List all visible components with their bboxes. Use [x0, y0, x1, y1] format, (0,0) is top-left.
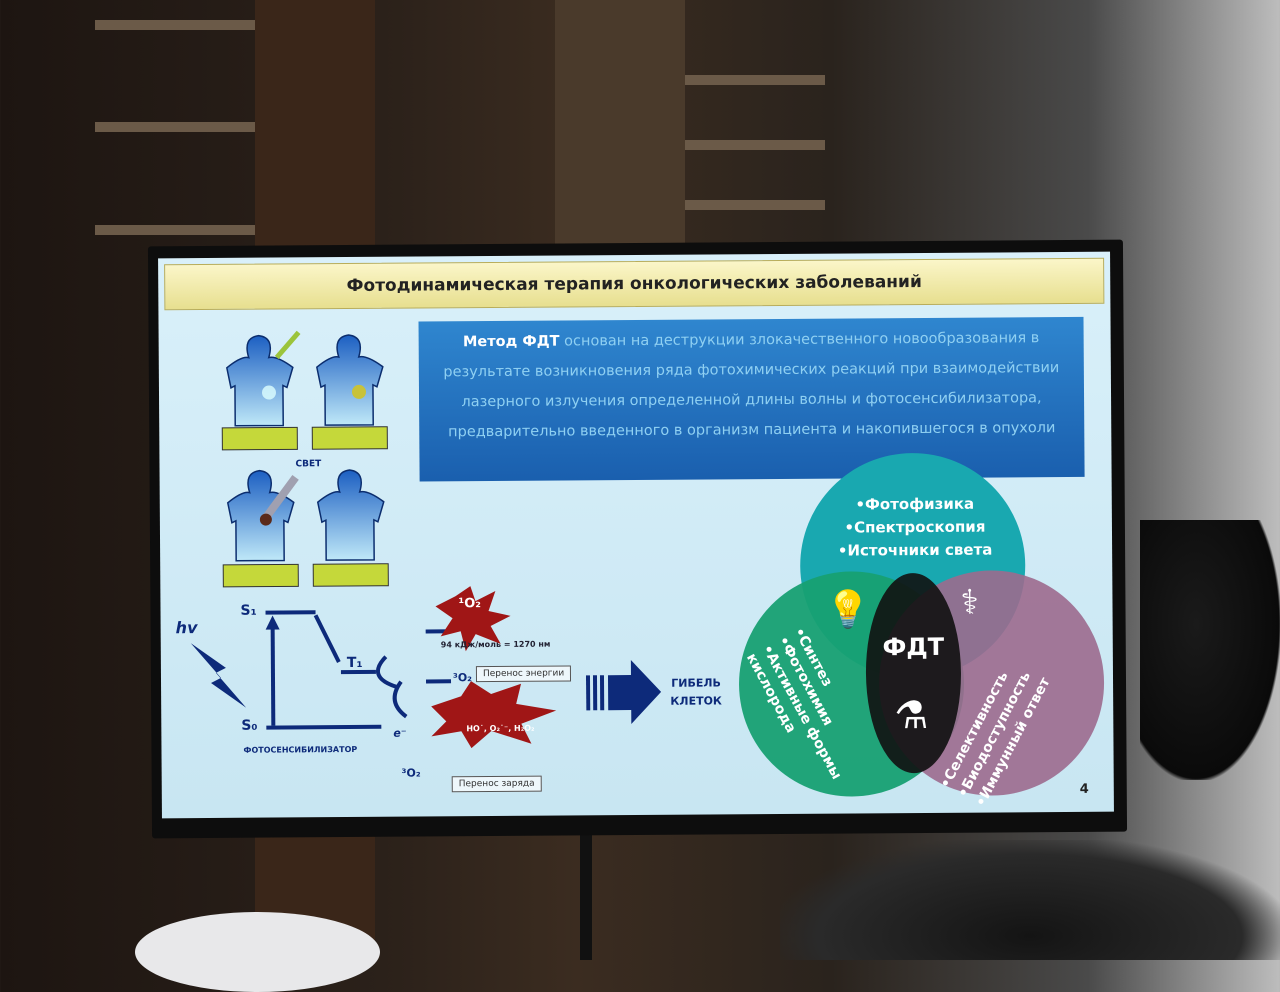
plant-foreground: [780, 840, 1280, 960]
page-number: 4: [1080, 782, 1089, 797]
cell-death-label: ГИБЕЛЬ КЛЕТОК: [666, 674, 726, 710]
venn-center-label: ФДТ: [871, 633, 956, 662]
shelf: [95, 20, 255, 30]
venn-center: [865, 573, 961, 774]
electron-label: e⁻: [393, 727, 406, 740]
shelf: [685, 140, 825, 150]
venn-top-list: •Фотофизика •Спектроскопия •Источники св…: [820, 492, 1010, 562]
presentation-slide: Фотодинамическая терапия онкологических …: [158, 252, 1114, 819]
light-label: СВЕТ: [295, 459, 321, 469]
shelf: [95, 225, 255, 235]
s1-label: S₁: [240, 603, 256, 619]
triplet-oxygen-bottom: ³O₂: [402, 767, 421, 780]
energy-transfer-box: Перенос энергии: [476, 665, 571, 682]
method-description: Метод ФДТ основан на деструкции злокачес…: [419, 317, 1085, 482]
pillar: [555, 0, 685, 250]
plant-leaves: [1140, 520, 1280, 780]
s0-label: S₀: [241, 718, 257, 734]
stool: [135, 912, 380, 992]
radicals-label: HO˙, O₂˙⁻, H₂O₂: [466, 724, 534, 733]
singlet-oxygen-label: ¹O₂: [458, 596, 481, 611]
right-arrow-icon: [586, 660, 666, 726]
slide-title: Фотодинамическая терапия онкологических …: [164, 258, 1104, 311]
venn-top-item: •Фотофизика: [820, 492, 1010, 516]
venn-top-item: •Источники света: [820, 538, 1010, 562]
lightbulb-icon: 💡: [825, 588, 870, 630]
shelf: [685, 200, 825, 210]
stand: [580, 830, 592, 960]
flask-icon: ⚗: [894, 693, 928, 737]
photosensitizer-label: ФОТОСЕНСИБИЛИЗАТОР: [243, 745, 357, 755]
venn-top-item: •Спектроскопия: [820, 515, 1010, 539]
shelf: [95, 122, 255, 132]
description-lead: Метод ФДТ: [463, 334, 560, 351]
hv-label: hv: [176, 618, 198, 637]
jablonski-diagram-icon: [170, 575, 592, 798]
shelf: [685, 75, 825, 85]
t1-label: T₁: [347, 655, 363, 671]
patient-illustrations: СВЕТ: [217, 327, 399, 598]
energy-value: 94 кДж/моль = 1270 нм: [441, 640, 551, 650]
charge-transfer-box: Перенос заряда: [452, 776, 542, 793]
triplet-oxygen-top: ³O₂: [453, 671, 472, 684]
caduceus-icon: ⚕: [960, 583, 979, 623]
